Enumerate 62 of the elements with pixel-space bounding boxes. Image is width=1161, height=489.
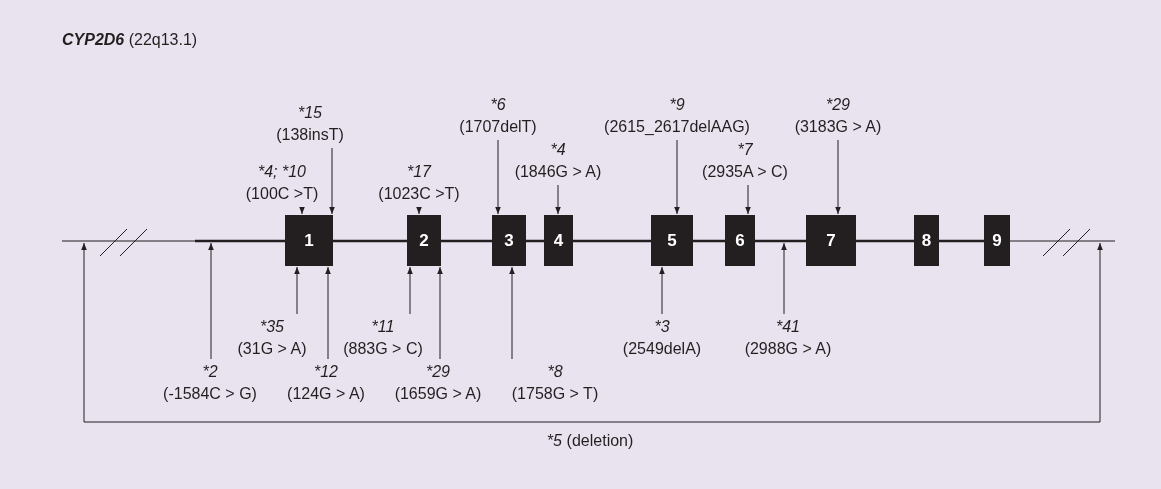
leader-arrow <box>745 184 751 215</box>
allele-label: *11 <box>370 317 396 337</box>
variant-label: (deletion) <box>566 432 634 449</box>
gene-title: CYP2D6 (22q13.1) <box>62 31 198 49</box>
variant-label: (1023C >T) <box>378 184 460 204</box>
allele-label: *7 <box>736 140 754 160</box>
leader-arrow <box>509 266 515 360</box>
leader-arrow <box>325 266 331 360</box>
exon-box: 2 <box>407 215 441 266</box>
variant-label: (1707delT) <box>459 117 537 137</box>
variant-label: (883G > C) <box>343 339 423 359</box>
variant-label: (3183G > A) <box>794 117 882 137</box>
allele-label: *15 <box>297 103 323 123</box>
allele-label: *3 <box>653 317 671 337</box>
leader-arrow <box>299 206 305 215</box>
leader-arrow <box>437 266 443 360</box>
exon-box: 9 <box>984 215 1010 266</box>
exon-box: 3 <box>492 215 526 266</box>
leader-arrow <box>294 266 300 315</box>
leader-arrow <box>208 242 214 360</box>
leader-arrow <box>407 266 413 315</box>
allele-label: *8 <box>546 362 564 382</box>
leader-arrow <box>659 266 665 315</box>
variant-label: (31G > A) <box>237 339 307 359</box>
variant-label: (2615_2617delAAG) <box>604 117 750 137</box>
variant-label: (1758G > T) <box>511 384 599 404</box>
variant-label: (100C >T) <box>245 184 319 204</box>
allele-label: *2 <box>201 362 219 382</box>
exon-box: 4 <box>544 215 573 266</box>
variant-label: (1659G > A) <box>394 384 482 404</box>
variant-label: (2988G > A) <box>744 339 832 359</box>
allele-label: *29 <box>425 362 451 382</box>
variant-label: (-1584C > G) <box>163 384 257 404</box>
allele-label: *29 <box>825 95 851 115</box>
leader-arrow <box>416 206 422 215</box>
bracket-arrow <box>81 242 591 423</box>
leader-arrow <box>555 184 561 215</box>
allele-label: *6 <box>489 95 507 115</box>
allele-label: *12 <box>313 362 339 382</box>
exon-box: 8 <box>914 215 939 266</box>
leader-arrow <box>674 139 680 215</box>
variant-label: (138insT) <box>276 125 344 145</box>
leader-arrow <box>835 139 841 215</box>
variant-label: (124G > A) <box>287 384 365 404</box>
variant-label: (2935A > C) <box>702 162 788 182</box>
leader-arrow <box>781 242 787 315</box>
leader-arrow <box>329 147 335 215</box>
allele-label: *17 <box>406 162 433 182</box>
exon-box: 1 <box>285 215 333 266</box>
allele-label: *4; *10 <box>256 162 307 182</box>
allele-label: *9 <box>668 95 686 115</box>
exon-box: 7 <box>806 215 856 266</box>
allele-label: *4 <box>549 140 567 160</box>
leader-arrow <box>495 139 501 215</box>
bracket-arrow <box>589 242 1103 423</box>
exon-box: 6 <box>725 215 755 266</box>
variant-label: (1846G > A) <box>514 162 602 182</box>
variant-label: (2549delA) <box>622 339 702 359</box>
allele-label: *41 <box>775 317 801 337</box>
allele-label: *5 <box>546 432 562 449</box>
allele-label: *35 <box>259 317 285 337</box>
exon-box: 5 <box>651 215 693 266</box>
